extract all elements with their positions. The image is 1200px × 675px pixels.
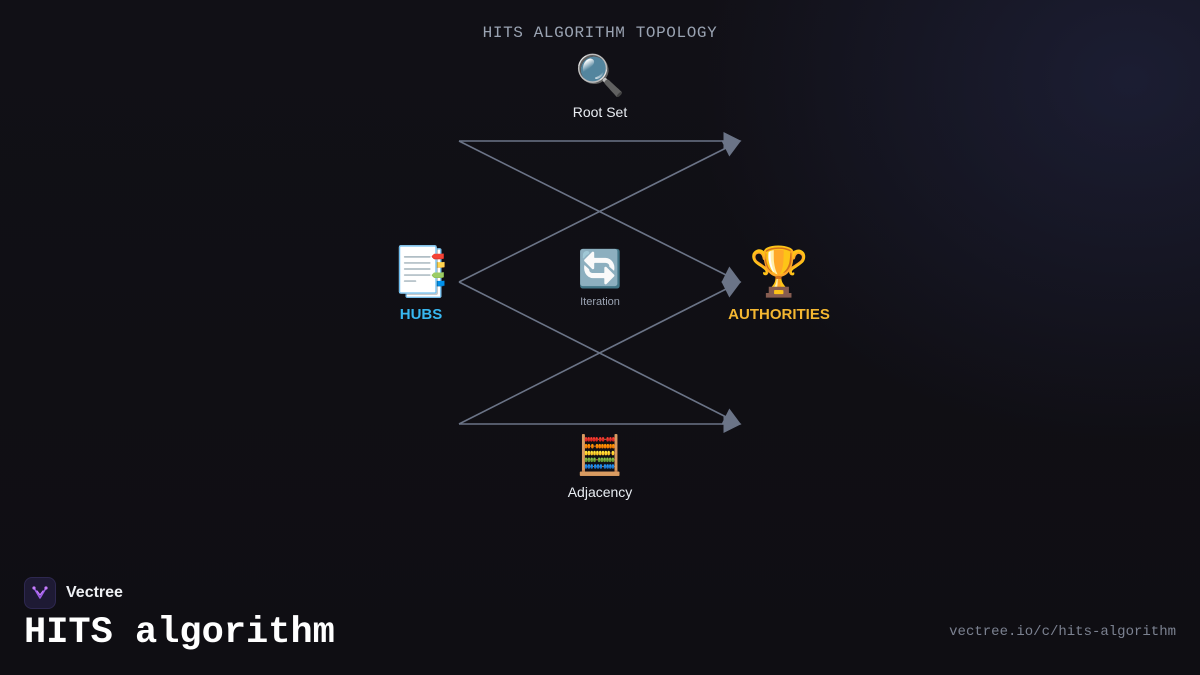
abacus-icon: 🧮	[576, 433, 624, 477]
authorities-label: AUTHORITIES	[728, 306, 830, 323]
brand: Vectree	[24, 577, 123, 609]
page-url[interactable]: vectree.io/c/hits-algorithm	[949, 624, 1176, 640]
page-title: HITS algorithm	[24, 612, 335, 654]
adjacency-node: 🧮 Adjacency	[500, 436, 700, 500]
iteration-node: 🔄 Iteration	[500, 249, 700, 309]
diagram-title: HITS ALGORITHM TOPOLOGY	[482, 24, 718, 42]
trophy-icon: 🏆	[749, 244, 809, 300]
adjacency-label: Adjacency	[567, 484, 633, 500]
magnifier-icon: 🔍	[575, 53, 625, 99]
bookmark-tabs-icon: 📑	[391, 244, 451, 300]
vectree-logo-icon	[24, 577, 56, 609]
authorities-node: 🏆 AUTHORITIES	[679, 248, 879, 323]
root-set-node: 🔍 Root Set	[500, 56, 700, 120]
iteration-label: Iteration	[580, 296, 620, 308]
edge-bottom-hub-to-mid-authority	[458, 281, 742, 425]
root-set-label: Root Set	[572, 104, 628, 120]
cycle-arrows-icon: 🔄	[577, 249, 623, 290]
hubs-node: 📑 HUBS	[321, 248, 521, 323]
hubs-label: HUBS	[399, 306, 443, 323]
edge-mid-hub-to-top-authority	[458, 140, 742, 283]
brand-name: Vectree	[66, 584, 123, 601]
